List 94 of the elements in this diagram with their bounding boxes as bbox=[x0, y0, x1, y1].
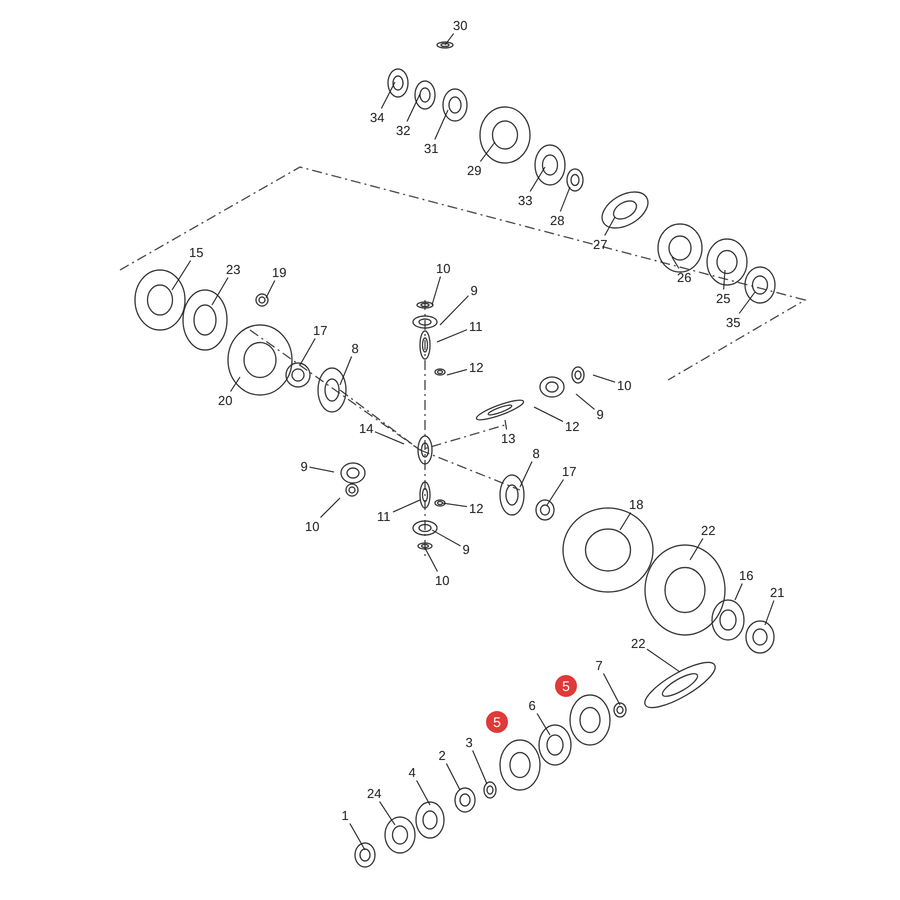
leader-line bbox=[546, 479, 564, 506]
leader-line bbox=[424, 548, 438, 572]
callout-number: 20 bbox=[217, 392, 234, 408]
leader-line bbox=[690, 538, 704, 560]
callout-number: 9 bbox=[462, 542, 471, 556]
callout-number: 1 bbox=[340, 808, 350, 822]
leader-line bbox=[520, 461, 532, 488]
callout-number: 25 bbox=[715, 290, 732, 306]
callout-number: 9 bbox=[596, 406, 605, 422]
leader-line bbox=[672, 256, 680, 269]
callout-number: 3 bbox=[464, 734, 474, 750]
callout-number: 12 bbox=[468, 500, 484, 516]
leader-line bbox=[374, 431, 404, 444]
callout-number: 12 bbox=[468, 360, 484, 374]
leader-line bbox=[444, 33, 454, 46]
leader-line bbox=[446, 368, 468, 376]
callout-number: 18 bbox=[628, 496, 644, 512]
leader-line bbox=[212, 277, 229, 306]
leader-line bbox=[300, 338, 316, 366]
leader-line bbox=[320, 498, 340, 518]
callout-number: 9 bbox=[470, 282, 479, 298]
leader-line bbox=[723, 270, 726, 290]
leader-line bbox=[576, 394, 595, 410]
leader-line bbox=[436, 329, 468, 342]
leader-line bbox=[646, 648, 680, 672]
leader-line bbox=[379, 801, 396, 826]
leader-line bbox=[432, 276, 441, 306]
callout-number: 30 bbox=[452, 18, 468, 32]
leader-line bbox=[620, 512, 632, 530]
leader-line bbox=[380, 82, 396, 109]
leader-line bbox=[406, 94, 420, 122]
callout-number: 29 bbox=[466, 162, 482, 178]
leader-line bbox=[560, 186, 570, 212]
callout-number: 7 bbox=[594, 658, 604, 672]
leader-line bbox=[440, 295, 469, 326]
callout-badge: 5 bbox=[486, 711, 508, 733]
leader-line bbox=[432, 530, 461, 546]
leader-line bbox=[602, 673, 620, 706]
leader-line bbox=[266, 280, 276, 298]
callout-number: 21 bbox=[769, 584, 786, 600]
callout-badge: 5 bbox=[555, 675, 577, 697]
callout-number: 31 bbox=[423, 140, 440, 156]
leader-line bbox=[604, 216, 616, 236]
callout-number: 23 bbox=[225, 262, 242, 276]
callout-number: 12 bbox=[564, 418, 580, 434]
callout-number: 15 bbox=[188, 244, 204, 260]
leader-line bbox=[530, 166, 546, 192]
callout-number: 13 bbox=[500, 430, 516, 446]
callout-number: 4 bbox=[408, 764, 417, 780]
leader-line bbox=[738, 292, 756, 314]
callout-number: 9 bbox=[300, 458, 309, 474]
leader-line bbox=[349, 823, 366, 850]
leader-line bbox=[172, 260, 192, 290]
callout-number: 8 bbox=[532, 446, 541, 460]
leader-line bbox=[480, 142, 496, 162]
callout-number: 10 bbox=[304, 518, 320, 534]
callout-number: 17 bbox=[561, 464, 578, 478]
callout-number: 8 bbox=[350, 340, 360, 356]
leader-line bbox=[392, 500, 420, 512]
leader-line bbox=[592, 374, 616, 383]
callout-number: 35 bbox=[725, 314, 742, 330]
leader-line bbox=[434, 110, 448, 140]
leader-line bbox=[472, 750, 488, 784]
callout-number: 32 bbox=[395, 122, 412, 138]
callout-number: 19 bbox=[271, 264, 288, 280]
leader-line bbox=[534, 406, 564, 422]
leader-line bbox=[764, 600, 774, 626]
callout-number: 17 bbox=[312, 322, 328, 338]
callout-number: 34 bbox=[369, 110, 386, 124]
callout-number: 2 bbox=[438, 748, 447, 762]
callout-number: 6 bbox=[528, 698, 537, 712]
callout-number: 22 bbox=[630, 636, 646, 650]
leader-line bbox=[536, 713, 550, 736]
leader-line bbox=[340, 356, 352, 386]
callout-number: 10 bbox=[616, 378, 632, 392]
leader-line bbox=[442, 502, 468, 508]
leader-line bbox=[734, 583, 743, 600]
callout-number: 22 bbox=[700, 522, 716, 538]
callout-number: 10 bbox=[434, 572, 450, 588]
leader-line bbox=[230, 376, 240, 392]
callout-number: 24 bbox=[366, 786, 382, 800]
callout-number: 27 bbox=[592, 236, 608, 252]
callout-number: 11 bbox=[468, 318, 484, 334]
callout-number: 26 bbox=[676, 270, 692, 284]
leader-line bbox=[309, 466, 334, 472]
leader-line bbox=[504, 420, 508, 430]
callout-number: 11 bbox=[376, 508, 392, 524]
leader-line bbox=[416, 780, 430, 806]
callout-number: 28 bbox=[549, 212, 566, 228]
leader-line bbox=[446, 763, 460, 790]
callout-number: 14 bbox=[358, 420, 374, 436]
callout-number: 33 bbox=[517, 192, 534, 208]
callout-number: 16 bbox=[738, 568, 754, 582]
callout-number: 10 bbox=[435, 260, 452, 276]
